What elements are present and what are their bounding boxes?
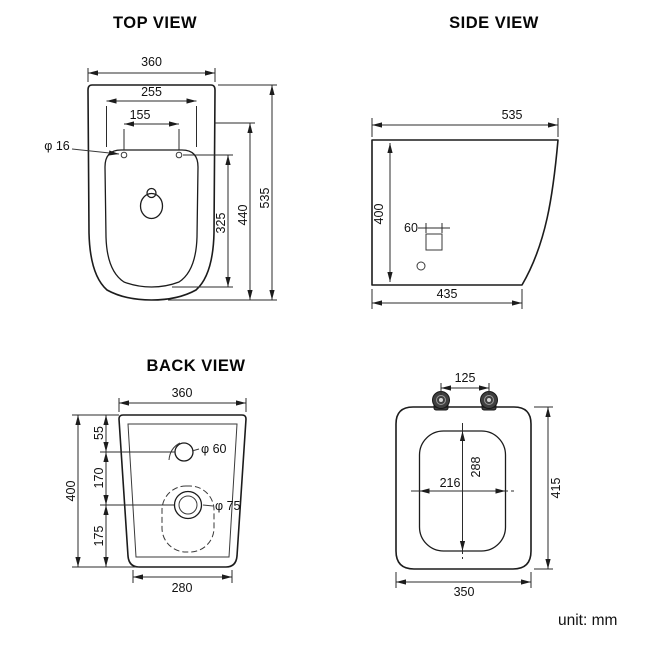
dim-label: 360: [172, 386, 193, 400]
back-body-outline: [118, 414, 247, 568]
dim-side-overall-height: 400: [372, 143, 393, 282]
side-view: SIDE VIEW 535 400 60 435: [371, 14, 559, 309]
side-fixing-hole: [416, 261, 426, 271]
dim-label: 415: [549, 478, 563, 499]
dim-seat-overall-length: 415: [534, 406, 563, 570]
dim-label: 55: [92, 426, 106, 440]
dim-label: 255: [141, 85, 162, 99]
side-view-title: SIDE VIEW: [449, 14, 539, 32]
dim-label: 125: [455, 371, 476, 385]
dim-back-base-width: 280: [132, 570, 233, 595]
dim-label: 400: [64, 481, 78, 502]
dim-label: 170: [92, 468, 106, 489]
dim-label: 325: [214, 213, 228, 234]
top-bowl-inner-outline: [104, 149, 199, 288]
dim-top-inner-width: 255: [106, 85, 197, 147]
dim-label: 435: [437, 287, 458, 301]
dim-top-overall-length: 535: [258, 85, 275, 300]
seat-fixing-hole-right: [175, 151, 183, 159]
dim-label: 60: [404, 221, 418, 235]
back-outlet-inner: [178, 495, 198, 515]
dim-seat-opening-width: 216: [419, 476, 506, 494]
back-view: BACK VIEW 360 55 170 175 400: [64, 357, 247, 595]
dim-back-outlet-diameter: φ 75: [202, 499, 241, 513]
seat-view: 125 288 216 415 350: [395, 371, 563, 599]
back-inlet-arc: [168, 442, 181, 461]
back-hidden-bowl-outline: [161, 485, 215, 553]
dim-label: 216: [440, 476, 461, 490]
dim-label: 440: [236, 205, 250, 226]
dim-label: 288: [469, 457, 483, 478]
dim-top-mid-length: 440: [236, 123, 253, 300]
dim-top-bowl-length: 325: [214, 155, 231, 287]
dim-side-fixing-offset: 60: [404, 221, 450, 235]
back-extension-lines: [72, 414, 175, 568]
unit-label: unit: mm: [558, 612, 617, 629]
dim-seat-hinge-spacing: 125: [440, 371, 490, 395]
dim-label: φ 16: [44, 139, 70, 153]
back-inlet-hole: [174, 442, 194, 462]
top-view: TOP VIEW 360 255 155 φ 16 325: [44, 14, 277, 301]
side-profile-outline: [371, 139, 559, 286]
top-bowl-outer-outline: [87, 84, 216, 301]
seat-outer-outline: [395, 406, 532, 570]
back-outlet-hole: [173, 490, 203, 520]
dim-top-overall-width: 360: [87, 55, 216, 82]
dim-label: 155: [130, 108, 151, 122]
dim-seat-overall-width: 350: [395, 572, 532, 599]
dim-label: 535: [502, 108, 523, 122]
dim-top-hinge-hole-spacing: 155: [123, 108, 180, 150]
dim-back-inlet-diameter: φ 60: [191, 442, 227, 456]
dim-label: 175: [92, 526, 106, 547]
back-body-inner-contour: [127, 423, 238, 558]
dim-side-base-depth: 435: [371, 287, 523, 309]
dim-label: 400: [372, 204, 386, 225]
dim-label: 535: [258, 188, 272, 209]
dim-back-overall-height: 400: [64, 415, 81, 567]
top-drain-outline: [139, 192, 164, 220]
dim-label: 350: [454, 585, 475, 599]
dim-back-top-width: 360: [118, 386, 247, 412]
top-drain-jet: [146, 187, 157, 199]
dim-back-inlet-to-outlet: 170: [92, 452, 109, 505]
dim-label: φ 75: [215, 499, 241, 513]
top-view-title: TOP VIEW: [113, 14, 197, 32]
back-view-title: BACK VIEW: [147, 357, 246, 375]
dim-side-overall-depth: 535: [371, 108, 559, 137]
side-fixing-bracket: [425, 233, 443, 251]
dim-back-inlet-from-top: 55: [92, 415, 109, 452]
dim-back-outlet-to-base: 175: [92, 505, 109, 567]
top-extension-lines: [168, 84, 277, 301]
dim-top-hole-diameter: φ 16: [44, 139, 120, 156]
dim-label: 360: [141, 55, 162, 69]
seat-fixing-hole-left: [120, 151, 128, 159]
dim-label: 280: [172, 581, 193, 595]
dim-label: φ 60: [201, 442, 227, 456]
